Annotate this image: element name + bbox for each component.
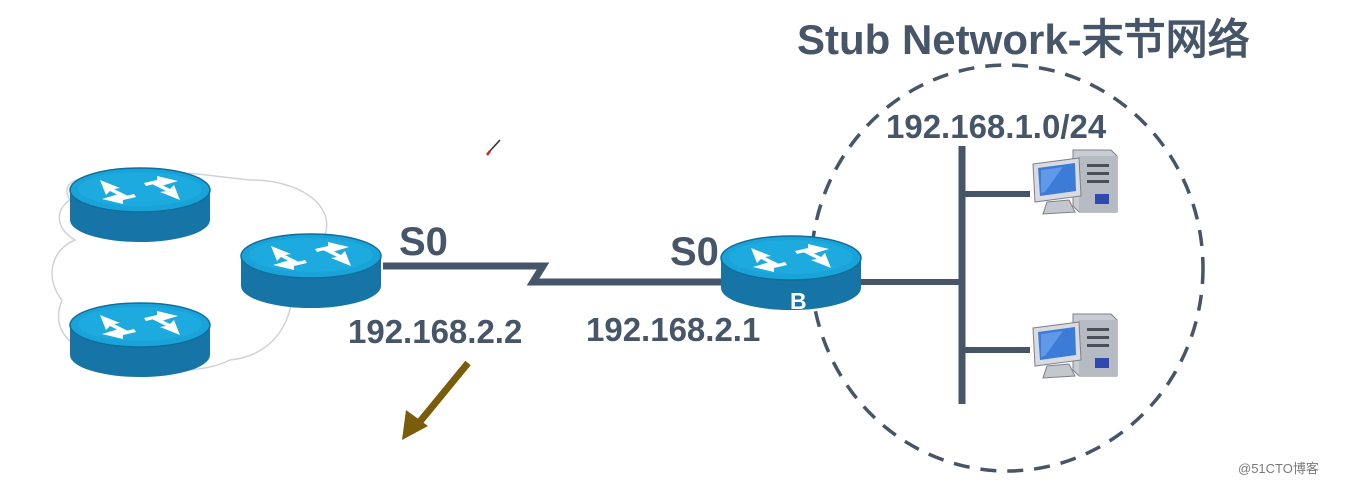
watermark: @51CTO博客	[1238, 461, 1319, 476]
serial-link	[383, 262, 727, 286]
computer-icon[interactable]	[1032, 313, 1118, 379]
subnet-label: 192.168.1.0/24	[886, 108, 1107, 145]
pen-cursor-icon	[486, 139, 501, 156]
router-icon[interactable]	[69, 167, 211, 243]
router-icon[interactable]	[69, 302, 211, 378]
left-interface-label: S0	[399, 220, 448, 264]
left-ip-label: 192.168.2.2	[348, 313, 523, 350]
right-interface-label: S0	[670, 230, 719, 274]
diagram-title: Stub Network-末节网络	[797, 16, 1250, 63]
router-b-label: B	[790, 288, 807, 314]
computer-icon[interactable]	[1032, 149, 1118, 215]
arrow-icon	[402, 360, 471, 440]
router-icon[interactable]	[240, 233, 382, 309]
cloud-outline	[51, 170, 328, 371]
right-ip-label: 192.168.2.1	[586, 311, 761, 348]
